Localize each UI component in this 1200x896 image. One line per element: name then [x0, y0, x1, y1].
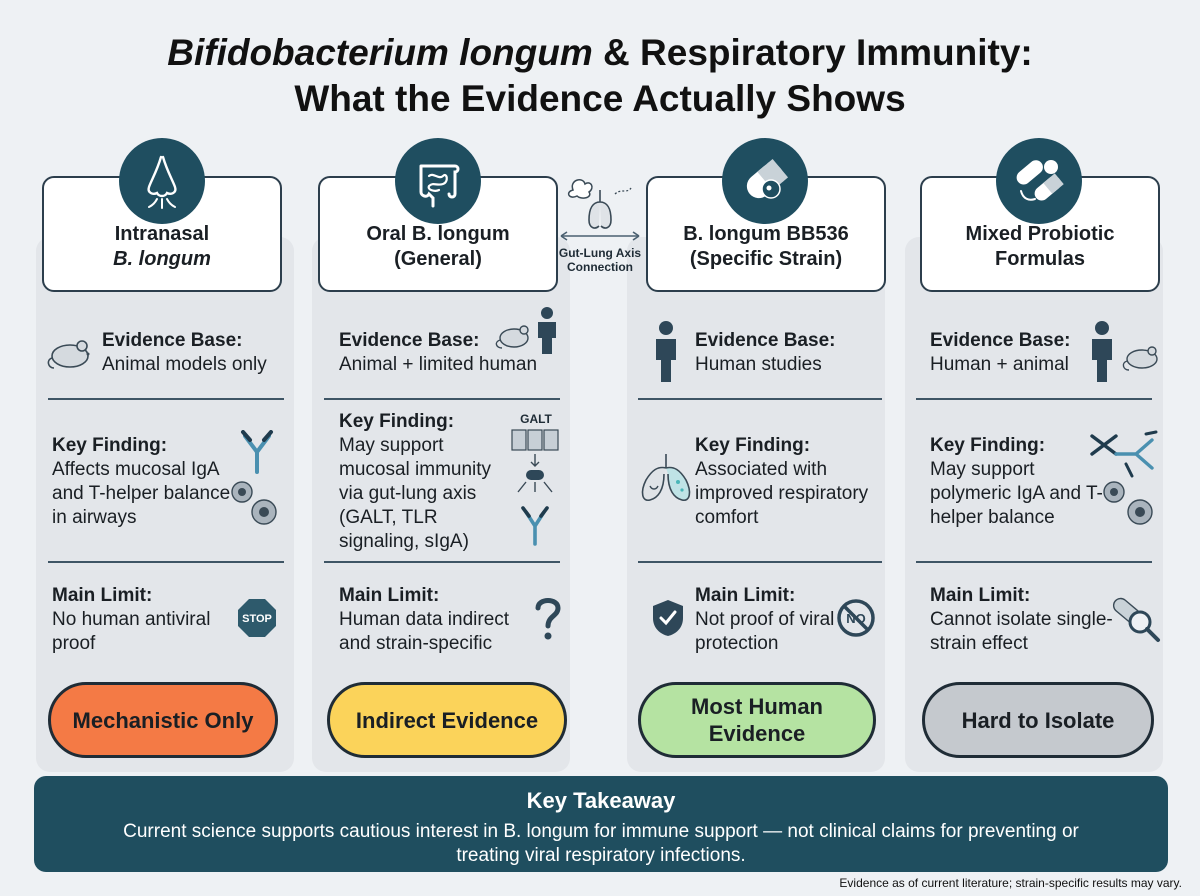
gut-lung-axis-label: Gut-Lung Axis Connection	[544, 246, 656, 274]
key-takeaway-box: Key Takeaway Current science supports ca…	[34, 776, 1168, 872]
divider	[48, 398, 284, 400]
divider	[324, 561, 560, 563]
evidence-label: Evidence Base:	[102, 330, 243, 351]
limit-text: Not proof of viral protection	[695, 609, 835, 654]
finding-text: May support polymeric IgA and T-helper b…	[930, 459, 1103, 528]
header-line1: Mixed Probiotic	[965, 223, 1115, 245]
verdict-indirect: Indirect Evidence	[327, 682, 567, 758]
intestine-icon	[395, 138, 481, 224]
limit-label: Main Limit:	[930, 585, 1031, 606]
nose-icon	[119, 138, 205, 224]
mouse-icon	[1122, 346, 1158, 371]
limit-label: Main Limit:	[695, 585, 796, 606]
finding-label: Key Finding:	[930, 435, 1046, 456]
divider	[638, 561, 882, 563]
header-line1: Intranasal	[114, 223, 210, 245]
finding-label: Key Finding:	[695, 435, 811, 456]
polymeric-iga-icon	[1090, 430, 1158, 478]
verdict-label: Mechanistic Only	[72, 707, 254, 733]
divider	[916, 561, 1152, 563]
evidence-label: Evidence Base:	[930, 330, 1071, 351]
evidence-text: Animal models only	[102, 354, 267, 375]
verdict-label: Hard to Isolate	[961, 707, 1115, 733]
header-line2: (Specific Strain)	[689, 248, 843, 270]
limit-text: Human data indirect and strain-specific	[339, 609, 510, 654]
page-title: Bifidobacterium longum & Respiratory Imm…	[0, 30, 1200, 122]
mouse-icon	[47, 340, 90, 369]
connector-line1: Gut-Lung Axis	[558, 246, 642, 260]
evidence-text: Human studies	[695, 354, 822, 375]
no-sign-icon: NO	[837, 599, 875, 637]
verdict-label: Indirect Evidence	[355, 707, 539, 733]
immune-cell-icon	[1103, 481, 1153, 525]
verdict-mechanistic: Mechanistic Only	[48, 682, 278, 758]
finding-label: Key Finding:	[52, 435, 168, 456]
footnote: Evidence as of current literature; strai…	[839, 876, 1182, 890]
finding-text: Affects mucosal IgA and T-helper balance…	[52, 459, 231, 528]
divider	[638, 398, 882, 400]
limit-label: Main Limit:	[52, 585, 153, 606]
evidence-label: Evidence Base:	[695, 330, 836, 351]
evidence-section: Evidence Base: Animal models only	[102, 329, 292, 377]
evidence-section: Evidence Base: Human studies	[695, 329, 875, 377]
person-icon	[656, 321, 676, 382]
verdict-hard: Hard to Isolate	[922, 682, 1154, 758]
divider	[48, 561, 284, 563]
limit-section: Main Limit: Cannot isolate single-strain…	[930, 584, 1115, 656]
shield-check-icon	[653, 600, 683, 636]
header-line2: Formulas	[994, 248, 1086, 270]
header-line2: B. longum	[113, 248, 211, 270]
pills-icon	[996, 138, 1082, 224]
takeaway-title: Key Takeaway	[526, 788, 676, 813]
title-italic: Bifidobacterium longum	[167, 32, 593, 73]
limit-section: Main Limit: No human antiviral proof	[52, 584, 232, 656]
evidence-text: Human + animal	[930, 354, 1069, 375]
limit-text: No human antiviral proof	[52, 609, 211, 654]
evidence-section: Evidence Base: Human + animal	[930, 329, 1100, 377]
connector-line2: Connection	[567, 260, 633, 274]
title-rest: & Respiratory Immunity:	[592, 32, 1033, 73]
finding-text: May support mucosal immunity via gut-lun…	[339, 435, 492, 552]
galt-label: GALT	[520, 412, 552, 426]
immune-cell-icon	[231, 481, 277, 525]
antibody-icon	[241, 430, 273, 474]
finding-label: Key Finding:	[339, 411, 455, 432]
divider	[324, 398, 560, 400]
header-line1: Oral B. longum	[366, 223, 510, 245]
capsule-icon	[722, 138, 808, 224]
stop-sign-icon: STOP	[238, 599, 276, 637]
finding-section: Key Finding: May support polymeric IgA a…	[930, 434, 1105, 530]
verdict-label: Most Human Evidence	[691, 694, 823, 746]
finding-section: Key Finding: Affects mucosal IgA and T-h…	[52, 434, 234, 530]
galt-cells-icon	[511, 429, 559, 546]
limit-section: Main Limit: Human data indirect and stra…	[339, 584, 539, 656]
limit-label: Main Limit:	[339, 585, 440, 606]
mouse-icon	[495, 325, 529, 349]
lungs-icon	[641, 454, 691, 502]
verdict-most-human: Most Human Evidence	[638, 682, 876, 758]
limit-text: Cannot isolate single-strain effect	[930, 609, 1113, 654]
header-line2: (General)	[394, 248, 482, 270]
divider	[916, 398, 1152, 400]
finding-section: Key Finding: May support mucosal immunit…	[339, 410, 514, 554]
stop-sign-text: STOP	[242, 613, 272, 625]
evidence-text: Animal + limited human	[339, 354, 538, 375]
finding-text: Associated with improved respiratory com…	[695, 459, 869, 528]
limit-section: Main Limit: Not proof of viral protectio…	[695, 584, 845, 656]
evidence-label: Evidence Base:	[339, 330, 480, 351]
galt-diagram: GALT	[508, 412, 564, 552]
title-line2: What the Evidence Actually Shows	[294, 78, 906, 119]
person-icon	[1092, 321, 1112, 382]
finding-section: Key Finding: Associated with improved re…	[695, 434, 880, 530]
evidence-section: Evidence Base: Animal + limited human	[339, 329, 569, 377]
takeaway-text: Current science supports cautious intere…	[123, 821, 1079, 866]
magnifier-pill-icon	[1112, 597, 1160, 642]
header-line1: B. longum BB536	[683, 223, 849, 245]
gut-lung-connector-icon	[560, 179, 640, 241]
question-mark-icon	[535, 598, 561, 640]
person-icon	[538, 307, 556, 354]
